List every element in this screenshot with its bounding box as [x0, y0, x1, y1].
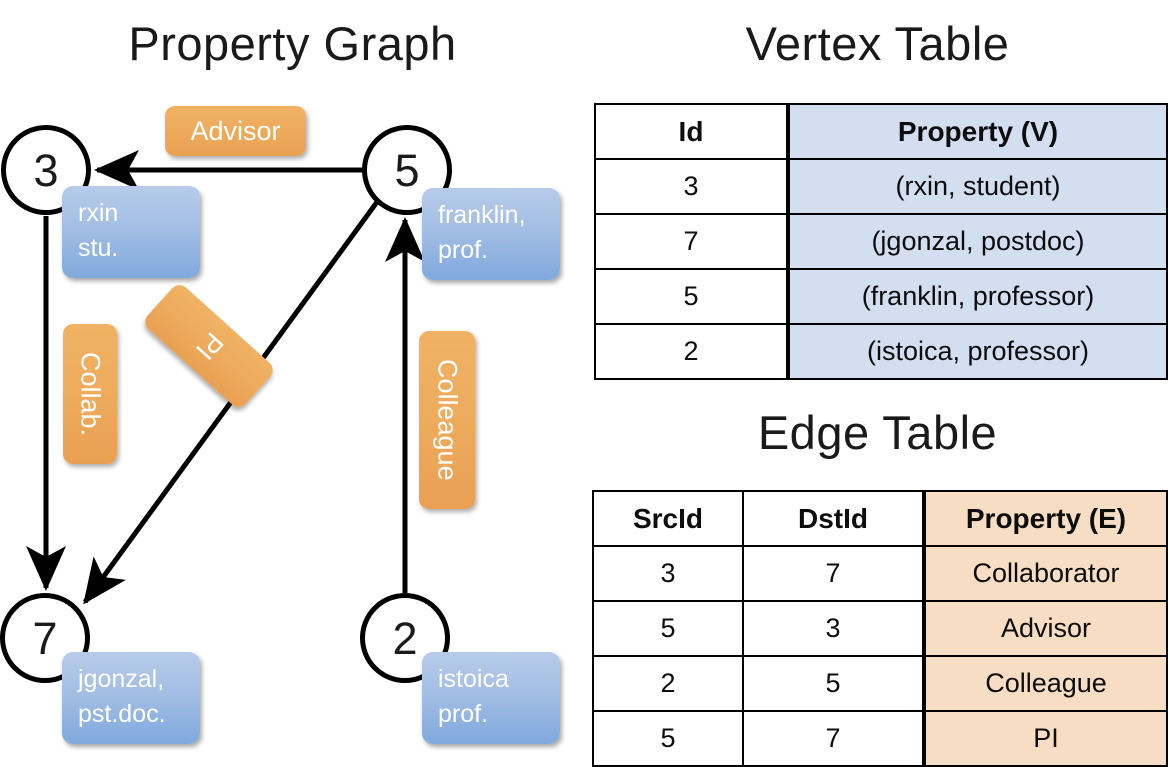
edge-cell-srcid: 5	[592, 600, 744, 657]
graph-node-5-id: 5	[394, 144, 420, 196]
vertex-cell-property: (jgonzal, postdoc)	[786, 213, 1168, 270]
vertex-table-header-row: Id Property (V)	[594, 103, 1168, 160]
edge-cell-dstid: 3	[742, 600, 925, 657]
edge-cell-dstid: 5	[742, 655, 925, 712]
table-row[interactable]: 7 (jgonzal, postdoc)	[594, 213, 1168, 270]
graph-node-3-id: 3	[33, 144, 59, 196]
vertex-cell-id: 7	[594, 213, 789, 270]
table-row[interactable]: 5 7 PI	[592, 710, 1168, 767]
edge-cell-property: Collaborator	[922, 545, 1168, 602]
page-title-vertex-table: Vertex Table	[745, 17, 1010, 70]
edge-cell-srcid: 3	[592, 545, 744, 602]
table-row[interactable]: 5 (franklin, professor)	[594, 268, 1168, 325]
edge-cell-property: PI	[922, 710, 1168, 767]
edge-cell-srcid: 5	[592, 710, 744, 767]
vertex-property-box-3-line1: rxin	[78, 199, 119, 227]
edge-label-text-pi: PI	[189, 326, 230, 366]
vertex-property-box-7-line2: pst.doc.	[78, 699, 166, 728]
edge-label-box-collab: Collab.	[63, 324, 117, 464]
graph-node-5[interactable]: 5	[362, 125, 452, 215]
vertex-property-box-3-line2: stu.	[78, 233, 119, 262]
edge-label-box-colleague: Colleague	[419, 331, 475, 509]
vertex-property-box-7: jgonzal, pst.doc.	[62, 652, 200, 744]
edge-cell-srcid: 2	[592, 655, 744, 712]
vertex-table: Id Property (V) 3 (rxin, student) 7 (jgo…	[594, 103, 1168, 380]
edge-table-header-property: Property (E)	[922, 490, 1168, 547]
edge-cell-property: Colleague	[922, 655, 1168, 712]
edge-cell-property: Advisor	[922, 600, 1168, 657]
edge-label-text-colleague: Colleague	[432, 359, 463, 481]
edge-cell-dstid: 7	[742, 710, 925, 767]
vertex-property-box-3: rxin stu.	[62, 186, 200, 278]
vertex-table-header-id: Id	[594, 103, 789, 160]
table-row[interactable]: 3 (rxin, student)	[594, 158, 1168, 215]
graph-node-7-id: 7	[32, 612, 58, 664]
graph-node-2[interactable]: 2	[360, 593, 450, 683]
edge-table: SrcId DstId Property (E) 3 7 Collaborato…	[592, 490, 1168, 767]
edge-cell-dstid: 7	[742, 545, 925, 602]
vertex-property-box-2: istoica prof.	[422, 652, 560, 744]
vertex-property-box-5-line2: prof.	[438, 235, 489, 264]
edge-label-text-collab: Collab.	[75, 351, 106, 437]
graph-node-2-id: 2	[392, 612, 418, 664]
vertex-cell-property: (rxin, student)	[786, 158, 1168, 215]
edge-table-header-srcid: SrcId	[592, 490, 744, 547]
vertex-property-box-2-line1: istoica	[438, 665, 509, 693]
edge-table-header-row: SrcId DstId Property (E)	[592, 490, 1168, 547]
vertex-table-header-property: Property (V)	[786, 103, 1168, 160]
property-graph-diagram: 3 5 7 2 rxin stu. franklin, prof. jgonza…	[0, 0, 585, 760]
table-row[interactable]: 5 3 Advisor	[592, 600, 1168, 657]
table-row[interactable]: 2 5 Colleague	[592, 655, 1168, 712]
edge-table-header-dstid: DstId	[742, 490, 925, 547]
vertex-cell-property: (istoica, professor)	[786, 323, 1168, 380]
vertex-property-box-5: franklin, prof.	[422, 188, 560, 280]
table-row[interactable]: 3 7 Collaborator	[592, 545, 1168, 602]
vertex-property-box-5-line1: franklin,	[438, 201, 526, 229]
vertex-cell-id: 3	[594, 158, 789, 215]
page-title-edge-table: Edge Table	[757, 406, 998, 459]
vertex-property-box-7-line1: jgonzal,	[78, 665, 165, 693]
vertex-cell-id: 2	[594, 323, 789, 380]
vertex-cell-property: (franklin, professor)	[786, 268, 1168, 325]
edge-label-box-advisor: Advisor	[165, 106, 306, 156]
vertex-property-box-2-line2: prof.	[438, 699, 489, 728]
page-title-property-graph: Property Graph	[128, 17, 457, 70]
edge-label-text-advisor: Advisor	[190, 115, 281, 146]
table-row[interactable]: 2 (istoica, professor)	[594, 323, 1168, 380]
vertex-cell-id: 5	[594, 268, 789, 325]
